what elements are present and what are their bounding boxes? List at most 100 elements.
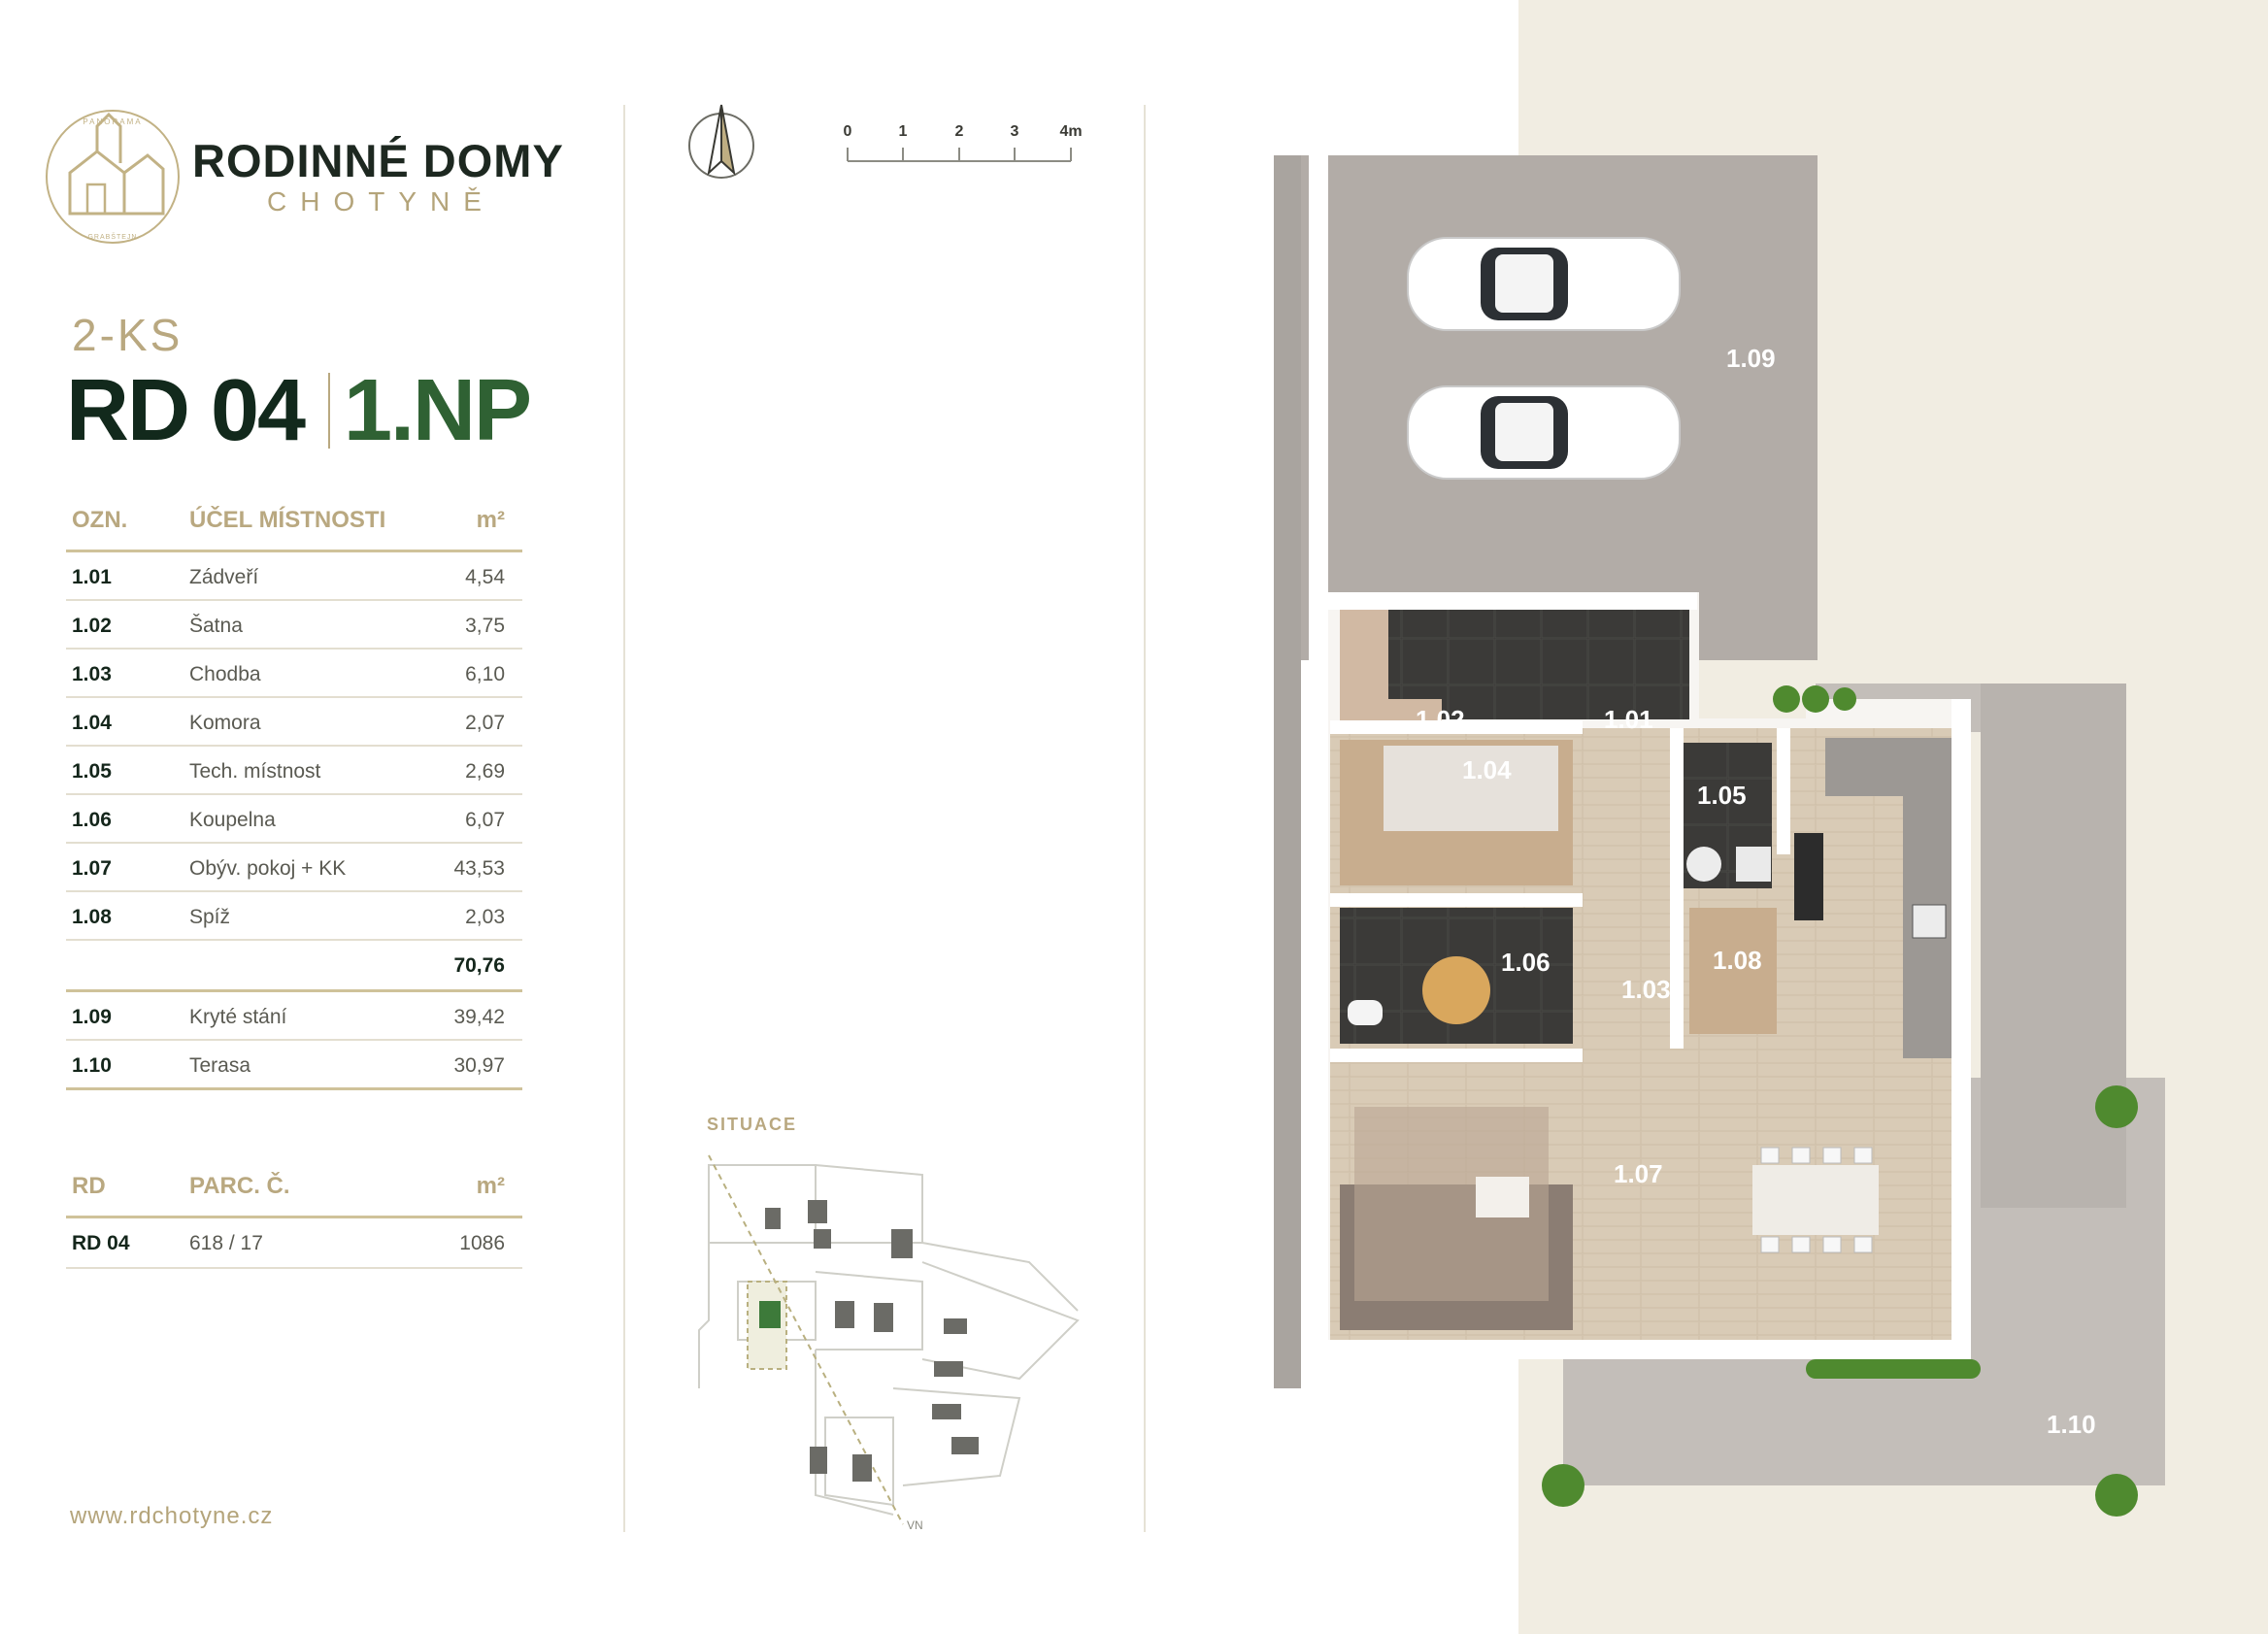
room-area: 39,42 [453,1006,505,1028]
scale-tick: 1 [899,123,908,140]
scale-tick: 2 [955,123,964,140]
bath-mat [1422,956,1490,1024]
car-icon [1407,237,1681,331]
divider-right [1144,105,1146,1532]
room-area: 6,07 [465,809,505,831]
brand-subtitle: CHOTYNĚ [267,186,495,217]
room-label-1.05: 1.05 [1697,781,1747,810]
boiler-icon [1686,847,1721,882]
pantry [1689,908,1777,1034]
room-name: Tech. místnost [189,760,321,783]
room-label-1.03: 1.03 [1621,975,1671,1004]
room-label-1.07: 1.07 [1614,1159,1663,1188]
brand-title: RODINNÉ DOMY [192,135,564,186]
walls [1309,155,1971,1359]
header-parc: PARC. Č. [189,1173,290,1199]
website-link[interactable]: www.rdchotyne.cz [70,1503,274,1529]
room-area: 43,53 [453,857,505,880]
side-strip [1274,155,1301,1388]
title-separator [328,373,330,449]
room-name: Koupelna [189,809,276,831]
table-row: 1.03 Chodba 6,10 [66,650,522,698]
vn-label: VN [907,1518,923,1532]
room-name: Obýv. pokoj + KK [189,857,347,880]
room-name: Komora [189,712,261,734]
situace-label: SITUACE [707,1115,798,1134]
toilet-icon [1348,1000,1383,1025]
room-name: Šatna [189,615,243,637]
header-rd: RD [72,1173,106,1199]
table-row: RD 04 618 / 17 1086 [66,1218,522,1269]
parcel-rd: RD 04 [72,1232,130,1254]
table-row: 1.04 Komora 2,07 [66,698,522,747]
car-icon [1407,385,1681,480]
room-area: 2,69 [465,760,505,783]
scale-bar: 0 1 2 3 4m [843,117,1085,171]
scale-tick: 4m [1059,123,1082,140]
room-label-1.08: 1.08 [1713,946,1762,975]
parcel-area: 1086 [459,1232,505,1254]
coffee-table [1476,1177,1529,1217]
header-ozn: OZN. [72,507,128,533]
room-name: Terasa [189,1054,251,1077]
north-arrow-icon [688,104,754,179]
parcel-table: RD PARC. Č. m² RD 04 618 / 17 1086 [66,1167,522,1269]
seal-bottom-text: GRABŠTEJN [87,232,137,241]
scale-tick: 0 [844,123,852,140]
total-row: 70,76 [66,941,522,992]
room-name: Zádveří [189,566,259,588]
parcel-table-header: RD PARC. Č. m² [66,1167,522,1218]
room-label-1.01: 1.01 [1604,705,1653,734]
room-name: Kryté stání [189,1006,287,1028]
header-m2: m² [476,1173,505,1199]
room-code: 1.08 [72,906,112,928]
floor-plan: 1.01 1.02 1.03 1.04 1.05 1.06 1.07 1.08 … [1274,155,2165,1517]
room-area: 6,10 [465,663,505,685]
scale-tick: 3 [1011,123,1019,140]
room-code: 1.07 [72,857,112,880]
rooms-table-header: OZN. ÚČEL MÍSTNOSTI m² [66,501,522,552]
room-code: 1.03 [72,663,112,685]
ventilation-icon [1736,847,1771,882]
room-code: 1.05 [72,760,112,783]
table-row: 1.07 Obýv. pokoj + KK 43,53 [66,844,522,892]
room-label-1.02: 1.02 [1416,705,1465,734]
room-label-1.04: 1.04 [1462,755,1512,784]
room-area: 30,97 [453,1054,505,1077]
header-m2: m² [476,507,505,533]
room-label-1.06: 1.06 [1501,948,1551,977]
total-area: 70,76 [453,954,505,977]
room-code: 1.09 [72,1006,112,1028]
room-code: 1.06 [72,809,112,831]
plant-icons [1542,685,2138,1517]
dining-table [1752,1165,1879,1235]
dining-chairs [1760,1147,1873,1253]
panorama-seal-logo: PANORAMA GRABŠTEJN [46,110,180,244]
room-area: 4,54 [465,566,505,588]
room-name: Spíž [189,906,231,928]
floor-label: 1.NP [344,362,532,459]
parcel-number: 618 / 17 [189,1232,263,1254]
divider-left [623,105,625,1532]
wardrobe-bench [1340,608,1442,728]
room-area: 2,07 [465,712,505,734]
table-row: 1.01 Zádveří 4,54 [66,552,522,601]
room-code: 1.01 [72,566,112,588]
fridge-icon [1794,833,1823,920]
storage-room [1384,746,1558,831]
room-name: Chodba [189,663,261,685]
seal-top-text: PANORAMA [83,117,142,126]
room-code: 1.10 [72,1054,112,1077]
site-plan-map [698,1154,1080,1525]
rooms-table: OZN. ÚČEL MÍSTNOSTI m² 1.01 Zádveří 4,54 1… [66,501,522,1090]
header-ucel: ÚČEL MÍSTNOSTI [189,507,386,533]
house-type: 2-KS [72,310,183,360]
table-row: 1.09 Kryté stání 39,42 [66,992,522,1041]
house-id: RD 04 [66,362,306,459]
room-label-1.09: 1.09 [1726,344,1776,373]
room-code: 1.04 [72,712,112,734]
room-area: 3,75 [465,615,505,637]
table-row: 1.10 Terasa 30,97 [66,1041,522,1090]
